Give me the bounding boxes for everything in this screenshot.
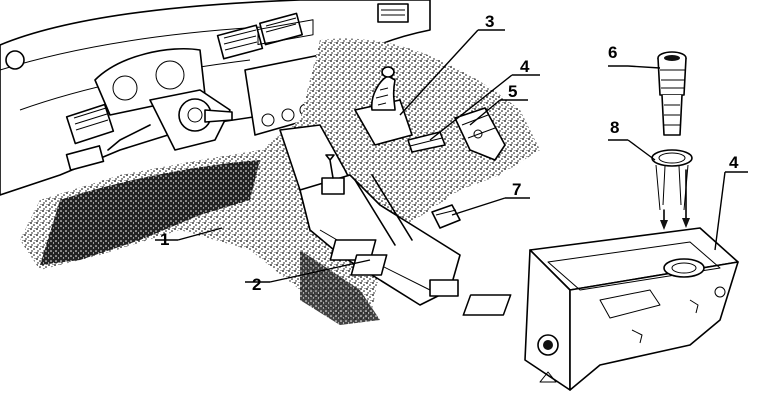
callout-numbers: 1 2 3 4 5 6 7 8 4: [160, 12, 739, 294]
callout-6: 6: [608, 43, 617, 62]
leader-7: [451, 197, 530, 216]
leader-2: [245, 259, 371, 283]
air-vent-left: [65, 103, 115, 145]
ashtray-housing: [462, 227, 739, 391]
leader-6: [608, 65, 661, 69]
callout-2: 2: [252, 275, 261, 294]
lighter-socket-ring: [651, 149, 693, 211]
speaker-grille: [5, 50, 25, 70]
switch-panel: [65, 145, 105, 171]
assembly-arrows: [660, 169, 690, 230]
callout-7: 7: [512, 180, 521, 199]
carpet-floor: [20, 38, 540, 325]
leader-4b: [714, 171, 748, 251]
leader-3: [399, 29, 505, 116]
mounting-bracket: [454, 107, 506, 161]
leader-8: [608, 139, 656, 161]
callout-4-second: 4: [729, 153, 739, 172]
floor-console: [279, 124, 461, 306]
callout-3: 3: [485, 12, 494, 31]
gear-lever-base: [321, 177, 345, 195]
callout-1: 1: [160, 230, 169, 249]
leader-1: [155, 227, 223, 241]
leader-5: [469, 99, 528, 126]
callout-leaders: [155, 29, 748, 283]
gear-shift-boot: [354, 66, 413, 146]
callout-8: 8: [610, 118, 619, 137]
cigarette-lighter: [657, 51, 687, 136]
console-trim-panel: [407, 131, 446, 153]
air-vent-center-left: [216, 24, 264, 60]
air-vent-top-right: [377, 3, 409, 23]
callout-5: 5: [508, 82, 517, 101]
callout-4: 4: [520, 57, 530, 76]
steering-column: [107, 89, 233, 151]
console-clip: [431, 204, 461, 229]
leader-4: [429, 74, 540, 141]
